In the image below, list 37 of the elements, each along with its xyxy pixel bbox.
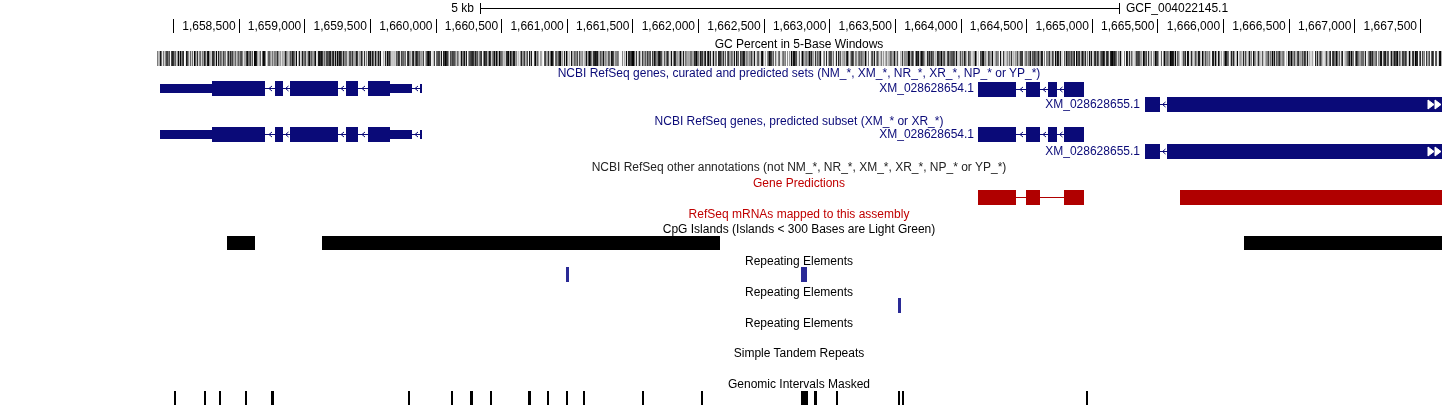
position-label: 1,660,500 <box>444 19 499 33</box>
position-label: 1,667,000 <box>1297 19 1352 33</box>
gene-name-label: XM_028628654.1 <box>879 127 974 141</box>
position-label: 1,661,500 <box>576 19 630 33</box>
position-label: 1,663,000 <box>772 19 827 33</box>
position-label: 1,664,500 <box>969 19 1024 33</box>
track-title: NCBI RefSeq genes, predicted subset (XM_* or XR_*) <box>654 114 944 128</box>
track-title: NCBI RefSeq other annotations (not NM_*, NR_*, XM_*, XR_*, NP_* or YP_*) <box>591 160 1007 174</box>
track-title: CpG Islands (Islands < 300 Bases are Light Green) <box>662 222 936 236</box>
position-label: 1,661,000 <box>510 19 564 33</box>
track-title: Simple Tandem Repeats <box>733 346 865 360</box>
position-label: 1,662,000 <box>641 19 696 33</box>
position-label: 1,659,500 <box>313 19 367 33</box>
gene-name-label: XM_028628655.1 <box>1045 144 1140 158</box>
position-label: 1,665,000 <box>1035 19 1089 33</box>
track-title: NCBI RefSeq genes, curated and predicted sets (NM_*, XM_*, NR_*, XR_*, NP_* or YP_*) <box>557 66 1041 80</box>
position-label: 1,666,500 <box>1232 19 1286 33</box>
position-label: 1,659,000 <box>247 19 302 33</box>
track-title: Genomic Intervals Masked <box>727 377 871 391</box>
gene-name-label: XM_028628654.1 <box>879 81 974 95</box>
position-label: 1,666,000 <box>1166 19 1221 33</box>
track-title: Gene Predictions <box>752 176 846 190</box>
track-title: RefSeq mRNAs mapped to this assembly <box>688 207 910 221</box>
track-title: Repeating Elements <box>744 285 854 299</box>
track-title: Repeating Elements <box>744 316 854 330</box>
position-label: 1,662,500 <box>707 19 761 33</box>
assembly-label: GCF_004022145.1 <box>1126 1 1229 15</box>
gene-name-label: XM_028628655.1 <box>1045 97 1140 111</box>
track-title: GC Percent in 5-Base Windows <box>714 37 884 51</box>
position-label: 1,667,500 <box>1363 19 1417 33</box>
position-label: 1,663,500 <box>838 19 892 33</box>
position-label: 1,665,500 <box>1101 19 1155 33</box>
position-label: 1,658,500 <box>182 19 236 33</box>
track-title: Repeating Elements <box>744 254 854 268</box>
position-label: 1,664,000 <box>904 19 958 33</box>
scale-label: 5 kb <box>451 1 474 15</box>
position-label: 1,660,000 <box>379 19 433 33</box>
